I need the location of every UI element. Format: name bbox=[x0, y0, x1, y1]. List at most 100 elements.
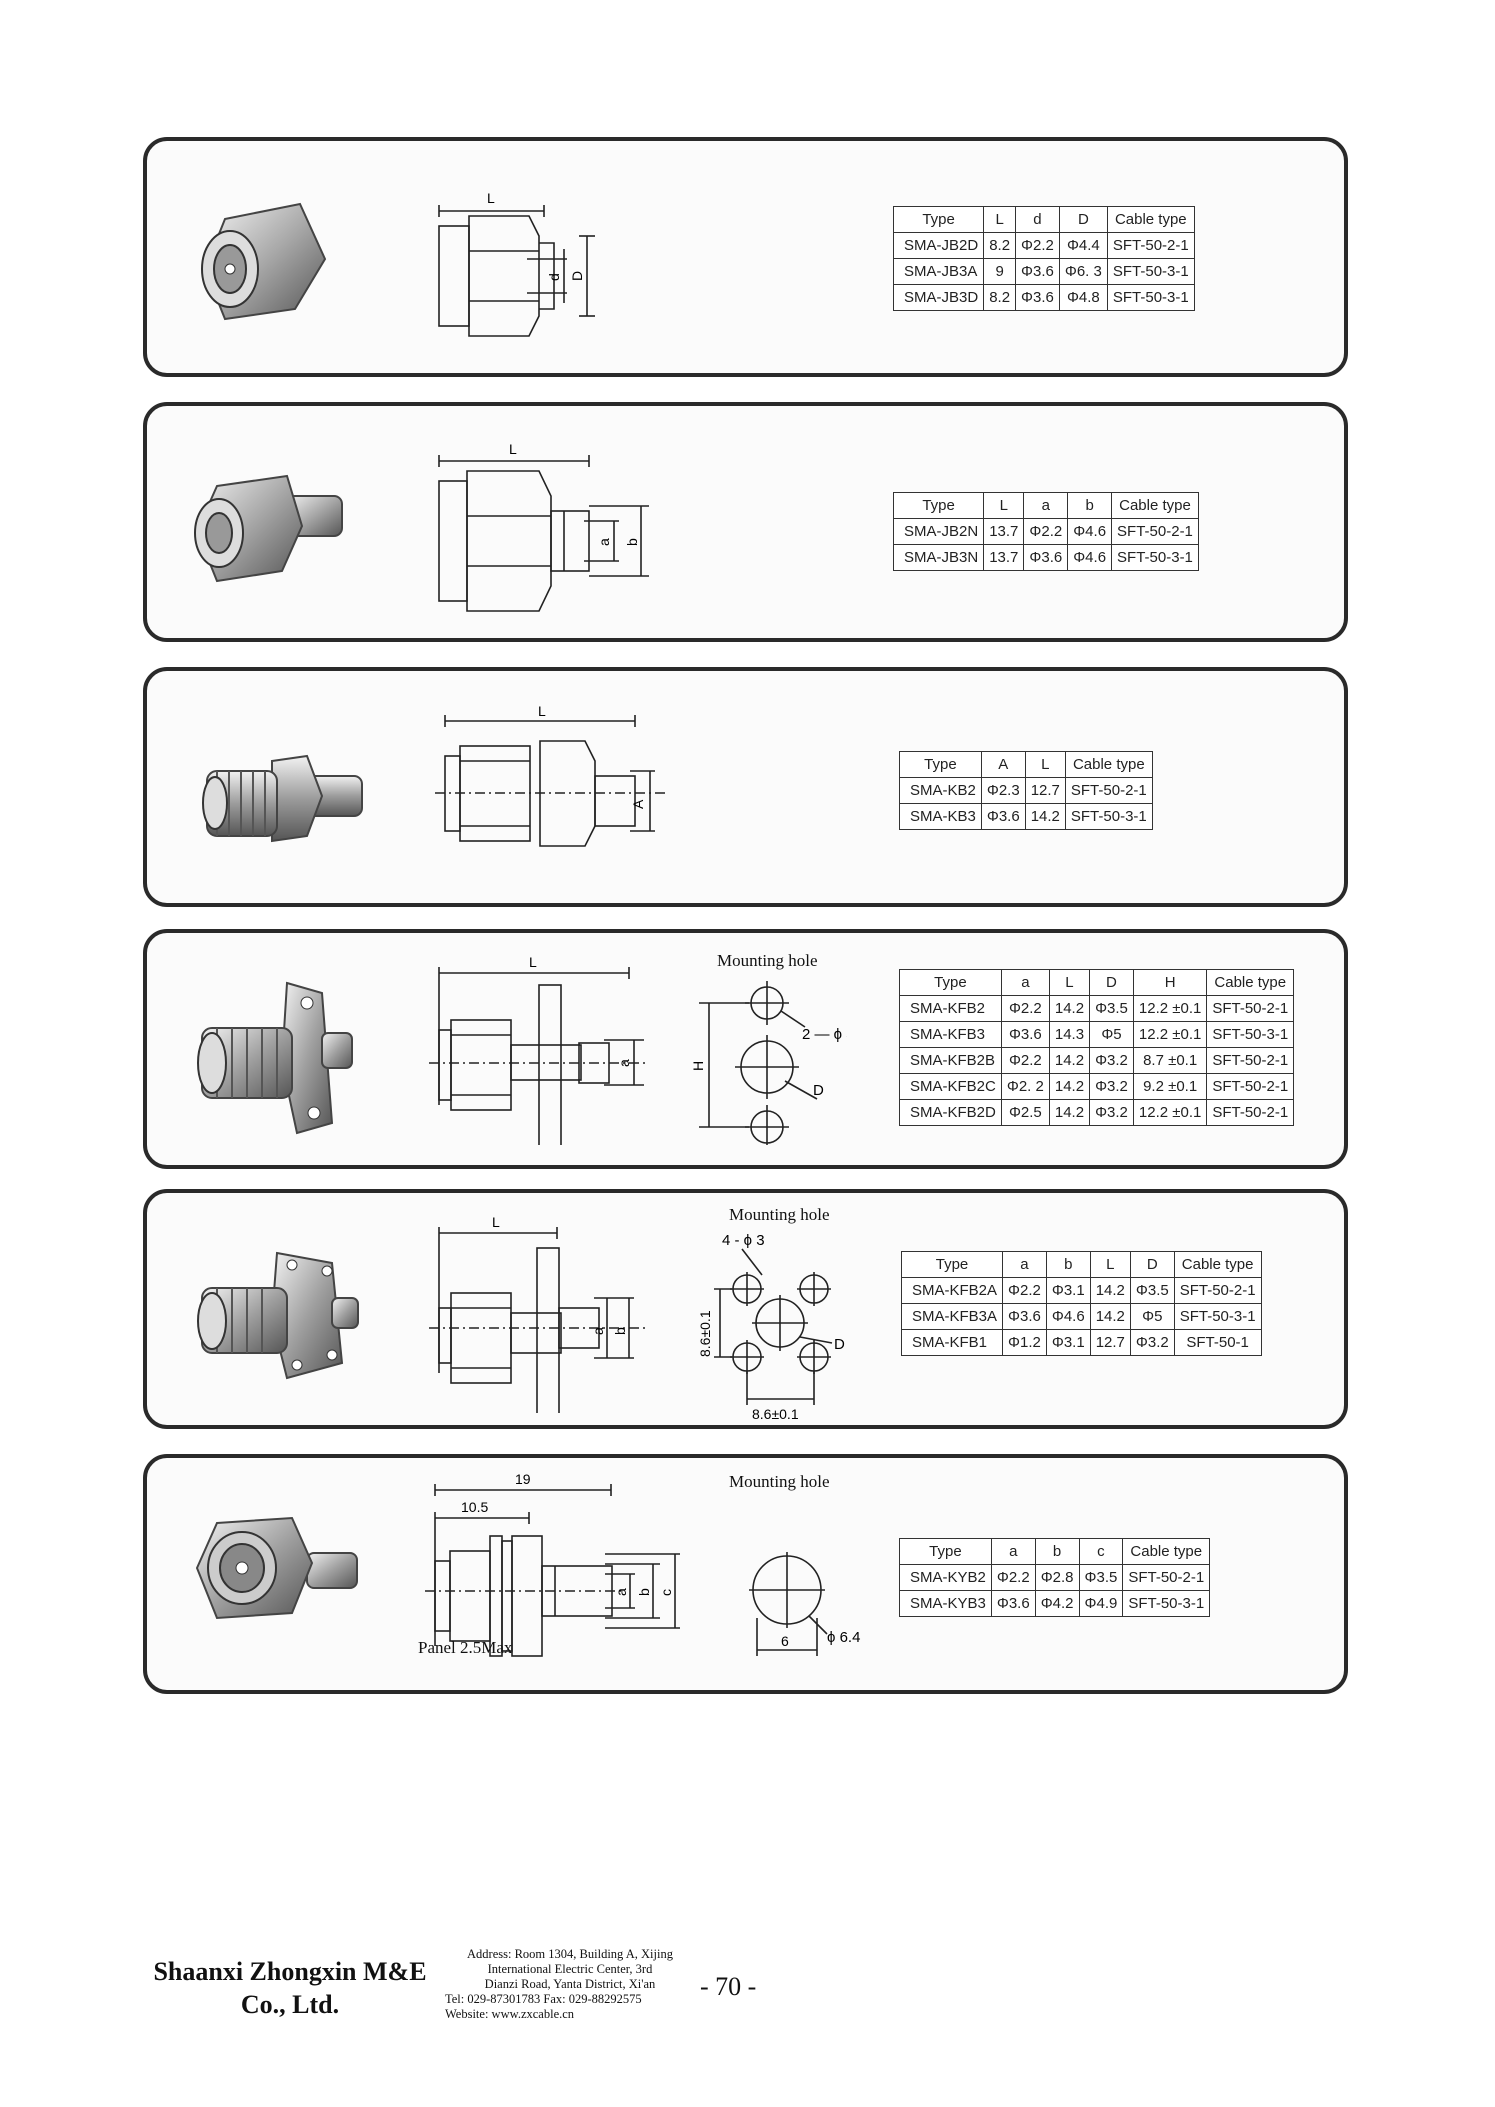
table-cell: Φ4.6 bbox=[1045, 1303, 1091, 1330]
type-cell: SMA-JB2N bbox=[892, 518, 985, 545]
dim-label-H: H bbox=[690, 1061, 706, 1071]
type-cell: SMA-KFB2A bbox=[900, 1277, 1004, 1304]
dim-label-L: L bbox=[538, 703, 546, 719]
column-header: D bbox=[1089, 969, 1134, 996]
type-cell: SMA-JB3A bbox=[892, 258, 985, 285]
dim-label-D: D bbox=[569, 271, 585, 281]
table-cell: Φ4.8 bbox=[1058, 284, 1108, 311]
table-cell: 9 bbox=[983, 258, 1017, 285]
table-cell: SFT-50-2-1 bbox=[1206, 1099, 1295, 1126]
table-cell: 9.2 ±0.1 bbox=[1132, 1073, 1208, 1100]
table-cell: SFT-50-2-1 bbox=[1111, 518, 1199, 545]
dim-label-hspacing: 8.6±0.1 bbox=[752, 1406, 799, 1422]
table-cell: Φ3.6 bbox=[1015, 258, 1060, 285]
table-cell: Φ2.2 bbox=[1002, 1277, 1047, 1304]
table-cell: Φ3.2 bbox=[1129, 1329, 1175, 1356]
mounting-hole-drawing-4: H 2 — ϕ 3 D bbox=[690, 981, 847, 1145]
table-cell: 12.2 ±0.1 bbox=[1132, 1099, 1208, 1126]
mounting-hole-drawing-6: ϕ 6.4 6 bbox=[749, 1552, 860, 1656]
column-header: c bbox=[1078, 1538, 1124, 1565]
table-cell: SFT-50-2-1 bbox=[1206, 1047, 1295, 1074]
table-cell: Φ2.8 bbox=[1034, 1564, 1080, 1591]
company-name: Shaanxi Zhongxin M&E Co., Ltd. bbox=[130, 1955, 450, 2021]
table-cell: 12.7 bbox=[1024, 777, 1066, 804]
dim-label-c: c bbox=[658, 1589, 674, 1596]
table-cell: Φ2.3 bbox=[980, 777, 1026, 804]
connector-photo-kyb bbox=[195, 1516, 358, 1620]
table-cell: 8.7 ±0.1 bbox=[1132, 1047, 1208, 1074]
table-cell: Φ3.5 bbox=[1078, 1564, 1124, 1591]
table-cell: Φ5 bbox=[1089, 1021, 1134, 1048]
table-cell: 14.3 bbox=[1048, 1021, 1091, 1048]
company-name-line-2: Co., Ltd. bbox=[240, 1990, 340, 2019]
table-cell: 14.2 bbox=[1089, 1303, 1131, 1330]
column-header: Cable type bbox=[1111, 492, 1199, 519]
dim-label-hole-d: ϕ 6.4 bbox=[827, 1629, 860, 1646]
table-cell: Φ3.6 bbox=[1002, 1303, 1047, 1330]
table-cell: Φ3.2 bbox=[1089, 1073, 1134, 1100]
table-cell: Φ3.1 bbox=[1045, 1277, 1091, 1304]
type-cell: SMA-KFB3A bbox=[900, 1303, 1004, 1330]
table-cell: Φ3.2 bbox=[1089, 1099, 1134, 1126]
table-cell: SFT-50-2-1 bbox=[1206, 1073, 1295, 1100]
dim-label-total: 19 bbox=[515, 1471, 531, 1487]
table-cell: Φ2.2 bbox=[1000, 1047, 1050, 1074]
mounting-hole-drawing-5: 4 - ϕ 3 D 8.6±0.1 8.6±0.1 bbox=[697, 1232, 845, 1422]
column-header: L bbox=[1089, 1251, 1131, 1278]
table-cell: Φ5 bbox=[1129, 1303, 1175, 1330]
table-cell: Φ2.2 bbox=[1000, 995, 1050, 1022]
table-cell: Φ4.4 bbox=[1058, 232, 1108, 259]
dim-label-vspacing: 8.6±0.1 bbox=[697, 1310, 713, 1357]
table-cell: SFT-50-1 bbox=[1173, 1329, 1262, 1356]
table-cell: SFT-50-2-1 bbox=[1122, 1564, 1211, 1591]
connector-photo-kfb-4hole bbox=[197, 1251, 359, 1380]
column-header: Cable type bbox=[1206, 969, 1295, 996]
table-cell: Φ4.6 bbox=[1067, 518, 1113, 545]
column-header: L bbox=[983, 206, 1017, 233]
column-header: a bbox=[1023, 492, 1069, 519]
type-cell: SMA-JB2D bbox=[892, 232, 985, 259]
table-cell: SFT-50-3-1 bbox=[1111, 544, 1199, 571]
column-header: b bbox=[1067, 492, 1113, 519]
type-cell: SMA-KFB2C bbox=[899, 1073, 1002, 1100]
dimension-drawing-4a: L a bbox=[429, 955, 649, 1145]
table-cell: SFT-50-2-1 bbox=[1064, 777, 1153, 804]
website: Website: www.zxcable.cn bbox=[445, 2007, 575, 2021]
table-cell: 12.2 ±0.1 bbox=[1132, 1021, 1208, 1048]
column-header: Type bbox=[892, 206, 985, 233]
column-header: Cable type bbox=[1106, 206, 1195, 233]
column-header: L bbox=[983, 492, 1025, 519]
mounting-hole-caption: Mounting hole bbox=[729, 1472, 830, 1491]
type-cell: SMA-KFB2B bbox=[899, 1047, 1002, 1074]
dim-label-L: L bbox=[492, 1214, 500, 1230]
dim-label-hole-w: 6 bbox=[781, 1633, 789, 1649]
column-header: a bbox=[1000, 969, 1050, 996]
dim-label-holes: 2 — ϕ 3 bbox=[802, 1026, 847, 1043]
table-cell: 8.2 bbox=[983, 284, 1017, 311]
dim-label-partial: 10.5 bbox=[461, 1499, 488, 1515]
address-line-2: International Electric Center, 3rd bbox=[487, 1962, 653, 1976]
table-cell: Φ4.6 bbox=[1067, 544, 1113, 571]
dim-label-a: a bbox=[616, 1059, 632, 1067]
table-cell: SFT-50-3-1 bbox=[1206, 1021, 1295, 1048]
connector-photo-kb bbox=[202, 754, 363, 843]
dim-label-L: L bbox=[529, 955, 537, 970]
type-cell: SMA-KYB3 bbox=[899, 1590, 992, 1617]
column-header: A bbox=[980, 751, 1026, 778]
dimension-drawing-2: L a b bbox=[438, 441, 649, 612]
